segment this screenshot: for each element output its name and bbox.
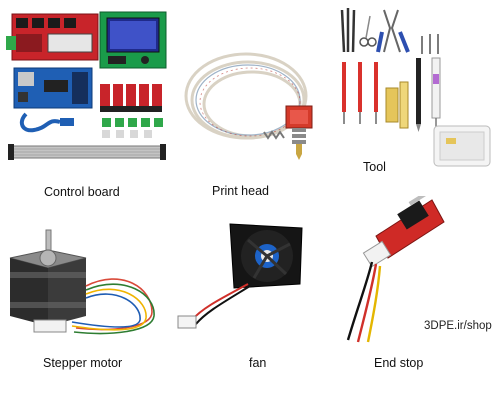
item-label-end-stop: End stop [374,356,424,370]
print-head-image [178,46,328,172]
watermark-text: 3DPE.ir/shop [424,320,492,332]
item-label-control-board: Control board [44,185,120,199]
tool-image [334,2,500,178]
stepper-motor-image [2,228,164,342]
end-stop-image [336,196,448,344]
item-label-print-head: Print head [212,184,269,198]
control-board-image [4,6,172,174]
fan-image [172,218,322,342]
item-label-fan: fan [249,356,267,370]
item-label-stepper-motor: Stepper motor [43,356,123,370]
item-label-tool: Tool [363,160,386,174]
